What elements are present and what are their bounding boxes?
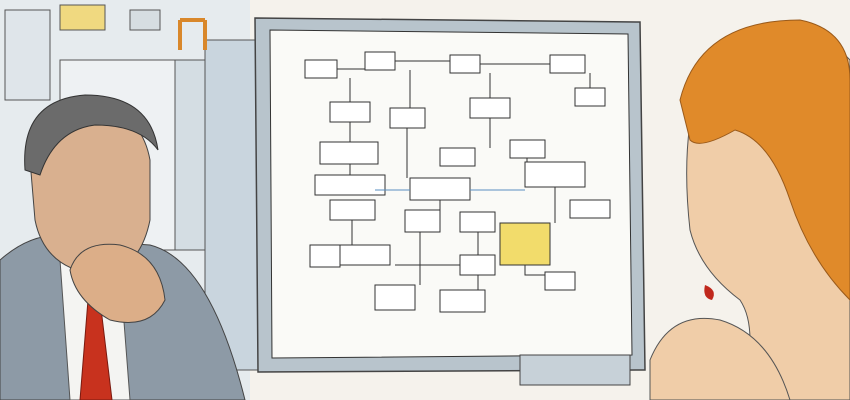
- woman-lips: [704, 285, 714, 300]
- flow-box: [404, 209, 441, 233]
- flow-box: [549, 54, 586, 74]
- flowchart-diagram: [304, 51, 611, 313]
- flow-box: [309, 244, 341, 268]
- flow-box: [569, 199, 611, 219]
- flow-box: [409, 177, 471, 201]
- flow-box: [374, 284, 416, 311]
- flow-box: [329, 199, 376, 221]
- flow-box: [304, 59, 338, 79]
- flow-box: [439, 147, 476, 167]
- woman-figure: [649, 19, 850, 400]
- flow-box: [469, 97, 511, 119]
- flow-box: [329, 101, 371, 123]
- flow-box: [364, 51, 396, 71]
- sticky-note: [499, 222, 551, 266]
- flow-box: [459, 211, 496, 233]
- flow-box: [319, 141, 379, 165]
- flow-box: [509, 139, 546, 159]
- woman-hair: [679, 19, 850, 301]
- flow-box: [459, 254, 496, 276]
- flow-box: [544, 271, 576, 291]
- flow-box: [449, 54, 481, 74]
- flow-box: [314, 174, 386, 196]
- flow-box: [339, 244, 391, 266]
- flow-box: [439, 289, 486, 313]
- man-figure: [0, 94, 246, 400]
- woman-hand: [649, 317, 791, 400]
- flow-box: [574, 87, 606, 107]
- man-hair: [24, 94, 159, 176]
- flow-box: [524, 161, 586, 188]
- background-equipment: [0, 0, 261, 400]
- man-hand: [69, 243, 166, 323]
- connector-lines: [337, 60, 591, 290]
- flow-box: [389, 107, 426, 129]
